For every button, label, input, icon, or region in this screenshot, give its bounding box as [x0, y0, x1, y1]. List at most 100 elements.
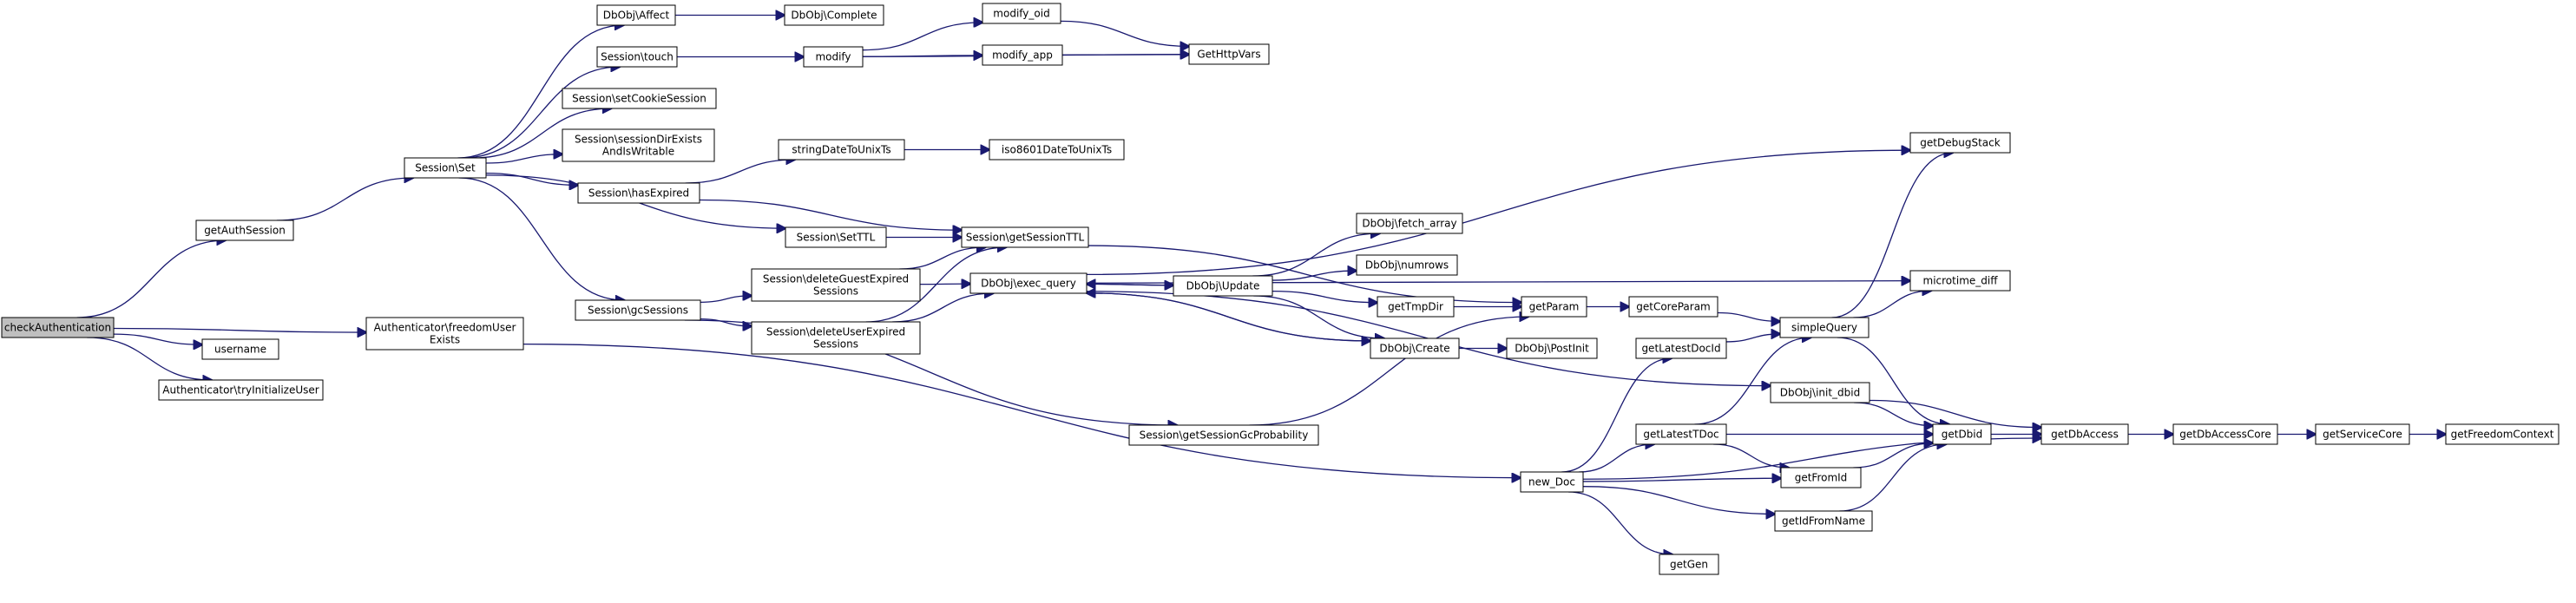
node-SessionSet[interactable]: Session\Set: [404, 157, 487, 179]
node-label: Sessions: [813, 285, 858, 298]
node-box: [562, 128, 715, 162]
node-DbObjAffect[interactable]: DbObj\Affect: [596, 4, 676, 26]
node-box: [982, 44, 1063, 66]
node-label: Session\getSessionGcProbability: [1140, 429, 1309, 442]
node-getParam[interactable]: getParam: [1521, 296, 1587, 318]
node-box: [1909, 132, 2011, 154]
node-label: getDbid: [1942, 429, 1983, 441]
node-getGen[interactable]: getGen: [1659, 554, 1719, 575]
node-label: Session\getSessionTTL: [966, 232, 1085, 244]
node-getCoreParam[interactable]: getCoreParam: [1628, 296, 1718, 318]
node-box: [803, 46, 864, 68]
node-getDbid[interactable]: getDbid: [1932, 423, 1992, 445]
node-label: getFromId: [1795, 472, 1848, 484]
node-getDbAccessCore[interactable]: getDbAccessCore: [2172, 423, 2278, 445]
edge-checkAuthentication-to-tryInitializeUser: [87, 337, 212, 380]
node-microtime_diff[interactable]: microtime_diff: [1909, 270, 2011, 292]
node-username[interactable]: username: [201, 338, 279, 360]
edge-modify_oid-to-GetHttpVars: [1060, 20, 1189, 46]
node-getLatestDocId[interactable]: getLatestDocId: [1635, 338, 1727, 359]
node-getTmpDir[interactable]: getTmpDir: [1377, 296, 1455, 318]
edge-SessionSet-to-hasExpired: [485, 172, 578, 186]
node-label: Session\deleteGuestExpired: [763, 273, 909, 285]
node-fetch_array[interactable]: DbObj\fetch_array: [1356, 213, 1463, 234]
node-DbObjUpdate[interactable]: DbObj\Update: [1173, 275, 1273, 297]
node-init_dbid[interactable]: DbObj\init_dbid: [1770, 382, 1870, 403]
node-label: DbObj\exec_query: [981, 278, 1076, 290]
node-label: Session\sessionDirExists: [575, 134, 702, 146]
node-getLatestTDoc[interactable]: getLatestTDoc: [1635, 423, 1727, 445]
node-DbObjComplete[interactable]: DbObj\Complete: [784, 4, 884, 26]
node-getAuthSession[interactable]: getAuthSession: [195, 220, 294, 241]
node-getFromId[interactable]: getFromId: [1780, 467, 1862, 488]
node-label: DbObj\Create: [1379, 343, 1449, 355]
edge-simpleQuery-to-microtime_diff: [1853, 291, 1931, 318]
node-stringDateToUnixTs[interactable]: stringDateToUnixTs: [778, 139, 905, 161]
node-box: [785, 226, 887, 248]
node-label: DbObj\Complete: [791, 10, 877, 22]
node-box: [982, 3, 1061, 24]
node-getFreedomContext[interactable]: getFreedomContext: [2445, 423, 2560, 445]
node-label: getCoreParam: [1636, 301, 1711, 313]
edge-getLatestDocId-to-simpleQuery: [1725, 334, 1780, 343]
node-DbObjCreate[interactable]: DbObj\Create: [1370, 338, 1460, 359]
edge-simpleQuery-to-getDbid: [1837, 337, 1949, 424]
node-label: Session\hasExpired: [588, 187, 689, 200]
edge-deleteGuest-to-exec_query: [919, 284, 970, 285]
node-getSessionGcProbability[interactable]: Session\getSessionGcProbability: [1128, 424, 1319, 446]
node-new_Doc[interactable]: new_Doc: [1520, 471, 1584, 493]
node-modify_app[interactable]: modify_app: [982, 44, 1063, 66]
node-label: username: [214, 344, 266, 356]
node-getDbAccess[interactable]: getDbAccess: [2040, 423, 2129, 445]
node-box: [1, 317, 115, 338]
node-getServiceCore[interactable]: getServiceCore: [2315, 423, 2410, 445]
edge-checkAuthentication-to-getAuthSession: [76, 240, 226, 318]
edge-checkAuthentication-to-username: [113, 333, 202, 344]
node-SetTTL[interactable]: Session\SetTTL: [785, 226, 887, 248]
node-box: [596, 4, 676, 26]
node-box: [969, 272, 1088, 294]
node-box: [201, 338, 279, 360]
node-gcSessions[interactable]: Session\gcSessions: [575, 299, 701, 321]
node-box: [1779, 317, 1870, 338]
node-numrows[interactable]: DbObj\numrows: [1356, 254, 1458, 276]
node-box: [784, 4, 884, 26]
node-hasExpired[interactable]: Session\hasExpired: [577, 182, 700, 204]
node-label: modify_app: [992, 49, 1053, 62]
node-GetHttpVars[interactable]: GetHttpVars: [1188, 43, 1270, 65]
node-box: [1932, 423, 1992, 445]
node-label: Session\setCookieSession: [572, 93, 706, 105]
node-setCookieSession[interactable]: Session\setCookieSession: [562, 88, 717, 109]
edge-DbObjUpdate-to-numrows: [1272, 271, 1357, 281]
node-getIdFromName[interactable]: getIdFromName: [1774, 510, 1873, 532]
node-exec_query[interactable]: DbObj\exec_query: [969, 272, 1088, 294]
edge-SessionSet-to-gcSessions: [458, 177, 625, 300]
edge-getLatestTDoc-to-simpleQuery: [1694, 338, 1810, 425]
node-box: [562, 88, 717, 109]
node-modify_oid[interactable]: modify_oid: [982, 3, 1061, 24]
node-iso8601DateToUnixTs[interactable]: iso8601DateToUnixTs: [989, 139, 1125, 161]
node-label: getLatestDocId: [1641, 343, 1720, 355]
node-label: DbObj\Update: [1186, 280, 1260, 292]
node-checkAuthentication[interactable]: checkAuthentication: [1, 317, 115, 338]
node-label: Session\touch: [601, 51, 674, 63]
node-label: Authenticator\tryInitializeUser: [162, 384, 319, 397]
edge-gcSessions-to-deleteGuest: [700, 296, 752, 303]
node-getDebugStack[interactable]: getDebugStack: [1909, 132, 2011, 154]
node-box: [2315, 423, 2410, 445]
node-PostInit[interactable]: DbObj\PostInit: [1506, 338, 1598, 359]
edge-layer: [76, 16, 2446, 555]
node-simpleQuery[interactable]: simpleQuery: [1779, 317, 1870, 338]
node-label: new_Doc: [1528, 476, 1575, 488]
node-modify[interactable]: modify: [803, 46, 864, 68]
node-tryInitializeUser[interactable]: Authenticator\tryInitializeUser: [158, 379, 324, 401]
node-box: [1635, 338, 1727, 359]
node-getSessionTTL[interactable]: Session\getSessionTTL: [961, 226, 1089, 248]
edge-deleteUser-to-getSessionTTL: [865, 247, 1007, 323]
node-SessionTouch[interactable]: Session\touch: [596, 46, 678, 68]
